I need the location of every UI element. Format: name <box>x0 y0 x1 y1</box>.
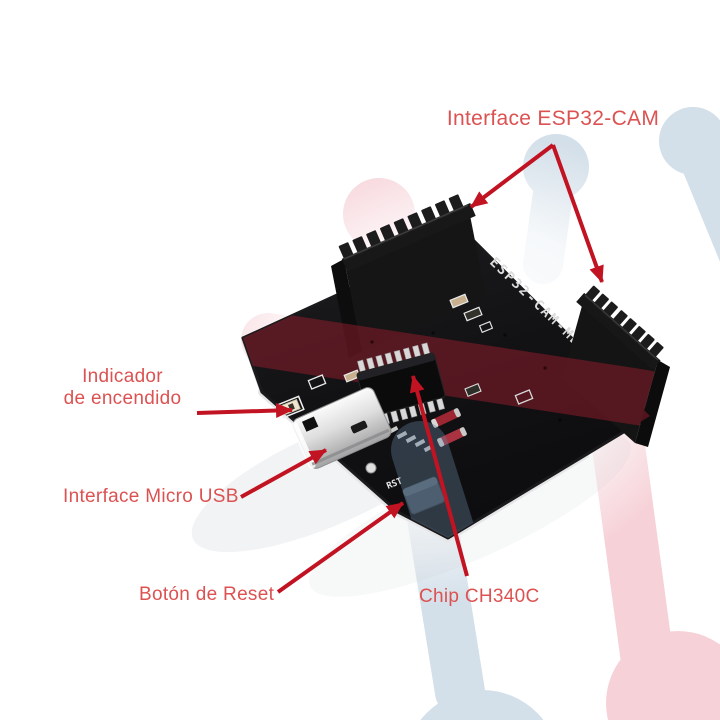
arrow-chip <box>409 375 469 577</box>
watermark-stripe-over-board <box>243 310 658 426</box>
usb-shell-screw <box>365 462 377 474</box>
label-reset-button: Botón de Reset <box>139 584 275 605</box>
arrow-esp32cam-right <box>551 144 604 283</box>
watermark-wash-over-board <box>391 421 479 538</box>
smd-components <box>307 293 562 422</box>
watermark-blue-capsule-right <box>659 107 720 262</box>
label-chip-ch340c: Chip CH340C <box>419 586 540 607</box>
label-interface-micro-usb: Interface Micro USB <box>63 486 239 507</box>
arrow-reset <box>276 501 405 594</box>
ch340c-chip <box>356 342 446 428</box>
label-interface-esp32-cam: Interface ESP32-CAM <box>446 107 660 130</box>
label-power-indicator-line2: de encendido <box>63 388 182 409</box>
arrow-power-led <box>196 403 293 419</box>
red-diodes <box>431 408 467 447</box>
annotation-arrows <box>196 143 604 594</box>
arrow-esp32cam-left <box>469 143 555 209</box>
arrow-micro-usb <box>240 448 327 499</box>
label-power-indicator: Indicador de encendido <box>30 366 215 410</box>
label-power-indicator-line1: Indicador <box>82 366 163 387</box>
